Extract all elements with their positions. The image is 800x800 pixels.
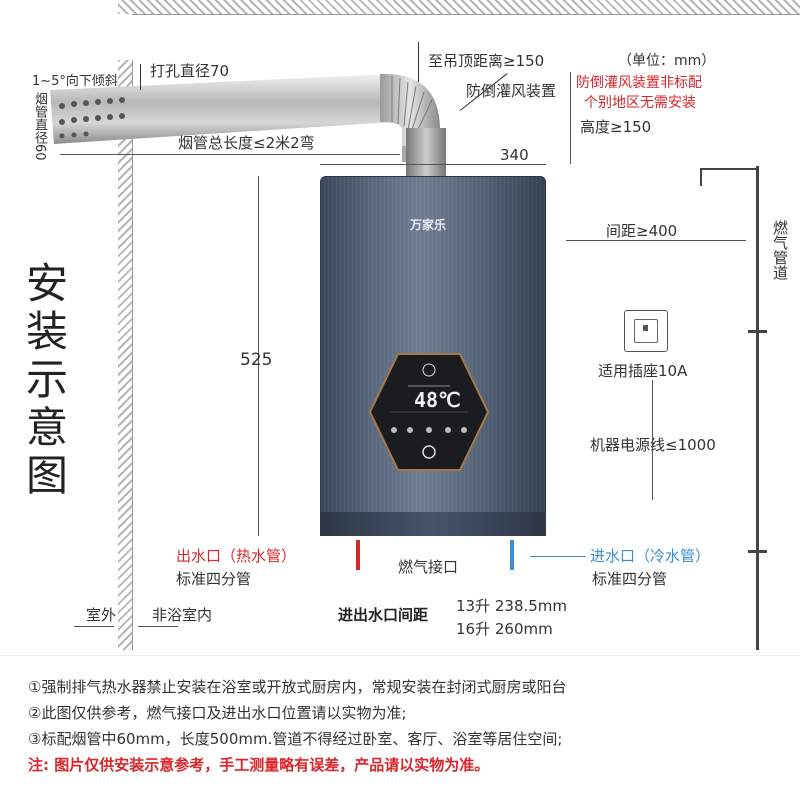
- inlet-cold-label: 进水口（冷水管）: [590, 547, 711, 565]
- height-525-label: 525: [240, 350, 273, 370]
- gas-pipe-line: [756, 166, 759, 650]
- cold-pipe: [510, 540, 514, 570]
- water-heater-base: [320, 512, 546, 536]
- pipe-length-line: [60, 154, 400, 155]
- indoor-label: 非浴室内: [152, 606, 213, 624]
- outlet-hot-label: 出水口（热水管）: [176, 547, 297, 565]
- anti-wind-label: 防倒灌风装置: [466, 82, 557, 100]
- unit-label: （单位：mm）: [618, 53, 716, 69]
- height-525-line: [258, 176, 259, 536]
- disclaimer: 注: 图片仅供安装示意参考，手工测量略有误差，产品请以实物为准。: [28, 756, 490, 774]
- anti-wind-note-2: 个别地区无需安装: [584, 95, 696, 111]
- control-panel: [368, 352, 490, 472]
- anti-wind-note-1: 防倒灌风装置非标配: [576, 75, 702, 91]
- height-dim-line: [570, 72, 571, 164]
- note-3: ③标配烟管中60mm，长度500mm.管道不得经过卧室、客厅、浴室等居住空间;: [28, 730, 563, 748]
- flue-collar: [406, 128, 446, 176]
- inlet-std-label: 标准四分管: [592, 570, 668, 588]
- spacing-line: [566, 240, 746, 241]
- gas-pipe-joint-2: [748, 550, 767, 553]
- tilt-label: 1~5°向下倾斜: [32, 74, 118, 89]
- gas-pipe-bracket: [700, 168, 758, 186]
- gas-pipe-label: 燃气管道: [771, 220, 789, 280]
- brand-logo: 万家乐: [410, 218, 447, 232]
- hole-arrow: [140, 64, 141, 90]
- separator: [0, 655, 800, 656]
- spacing-16: 16升 260mm: [456, 620, 553, 638]
- wall-left: [118, 60, 132, 650]
- hot-pipe: [356, 540, 360, 570]
- spacing-title: 进出水口间距: [338, 606, 429, 624]
- note-1: ①强制排气热水器禁止安装在浴室或开放式厨房内，常规安装在封闭式厨房或阳台: [28, 678, 567, 696]
- outlet-std-label: 标准四分管: [176, 570, 252, 588]
- wall-line: [132, 60, 133, 650]
- socket-icon: [624, 310, 668, 352]
- ceiling-dim-line: [418, 42, 419, 82]
- indoor-arrow: [138, 626, 178, 627]
- outdoor-label: 室外: [86, 606, 117, 624]
- outdoor-arrow: [74, 626, 114, 627]
- gas-pipe-joint-1: [748, 330, 767, 333]
- spacing-label: 间距≥400: [606, 222, 678, 240]
- inlet-arrow: [530, 556, 586, 557]
- height-label: 高度≥150: [580, 118, 652, 136]
- note-2: ②此图仅供参考，燃气接口及进出水口位置请以实物为准;: [28, 704, 407, 722]
- ceiling: [118, 0, 800, 14]
- diagram-title: 安装示意图: [26, 259, 69, 500]
- power-cord-line: [652, 380, 653, 500]
- hole-label: 打孔直径70: [150, 62, 230, 80]
- width-label: 340: [500, 146, 529, 164]
- spacing-13: 13升 238.5mm: [456, 597, 568, 615]
- gas-port-label: 燃气接口: [398, 558, 459, 576]
- pipe-length-label: 烟管总长度≤2米2弯: [178, 134, 315, 152]
- temperature-display: 48℃: [414, 388, 461, 412]
- width-dim-line: [320, 164, 546, 165]
- ceiling-label: 至吊顶距离≥150: [428, 52, 545, 70]
- ceiling-line: [132, 14, 800, 15]
- socket-label: 适用插座10A: [598, 362, 688, 380]
- pipe-diameter-label: 烟管直径60: [32, 92, 47, 161]
